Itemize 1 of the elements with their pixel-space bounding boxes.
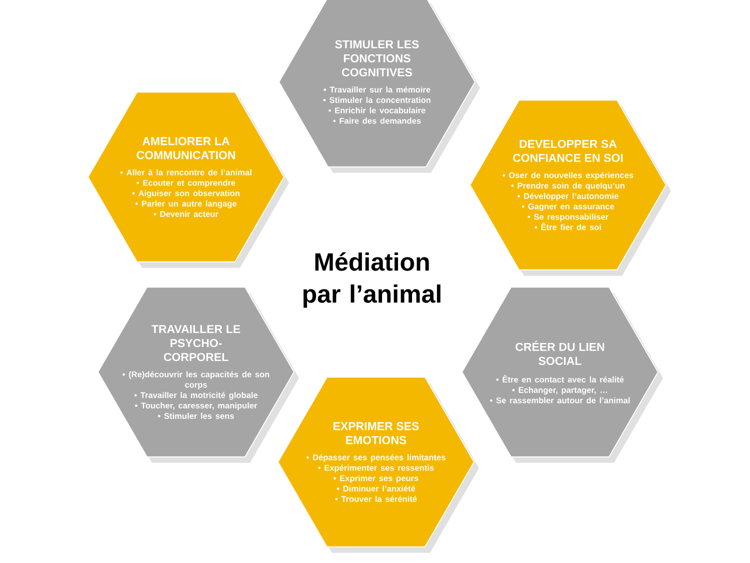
title: Médiation par l’animal: [303, 252, 440, 308]
